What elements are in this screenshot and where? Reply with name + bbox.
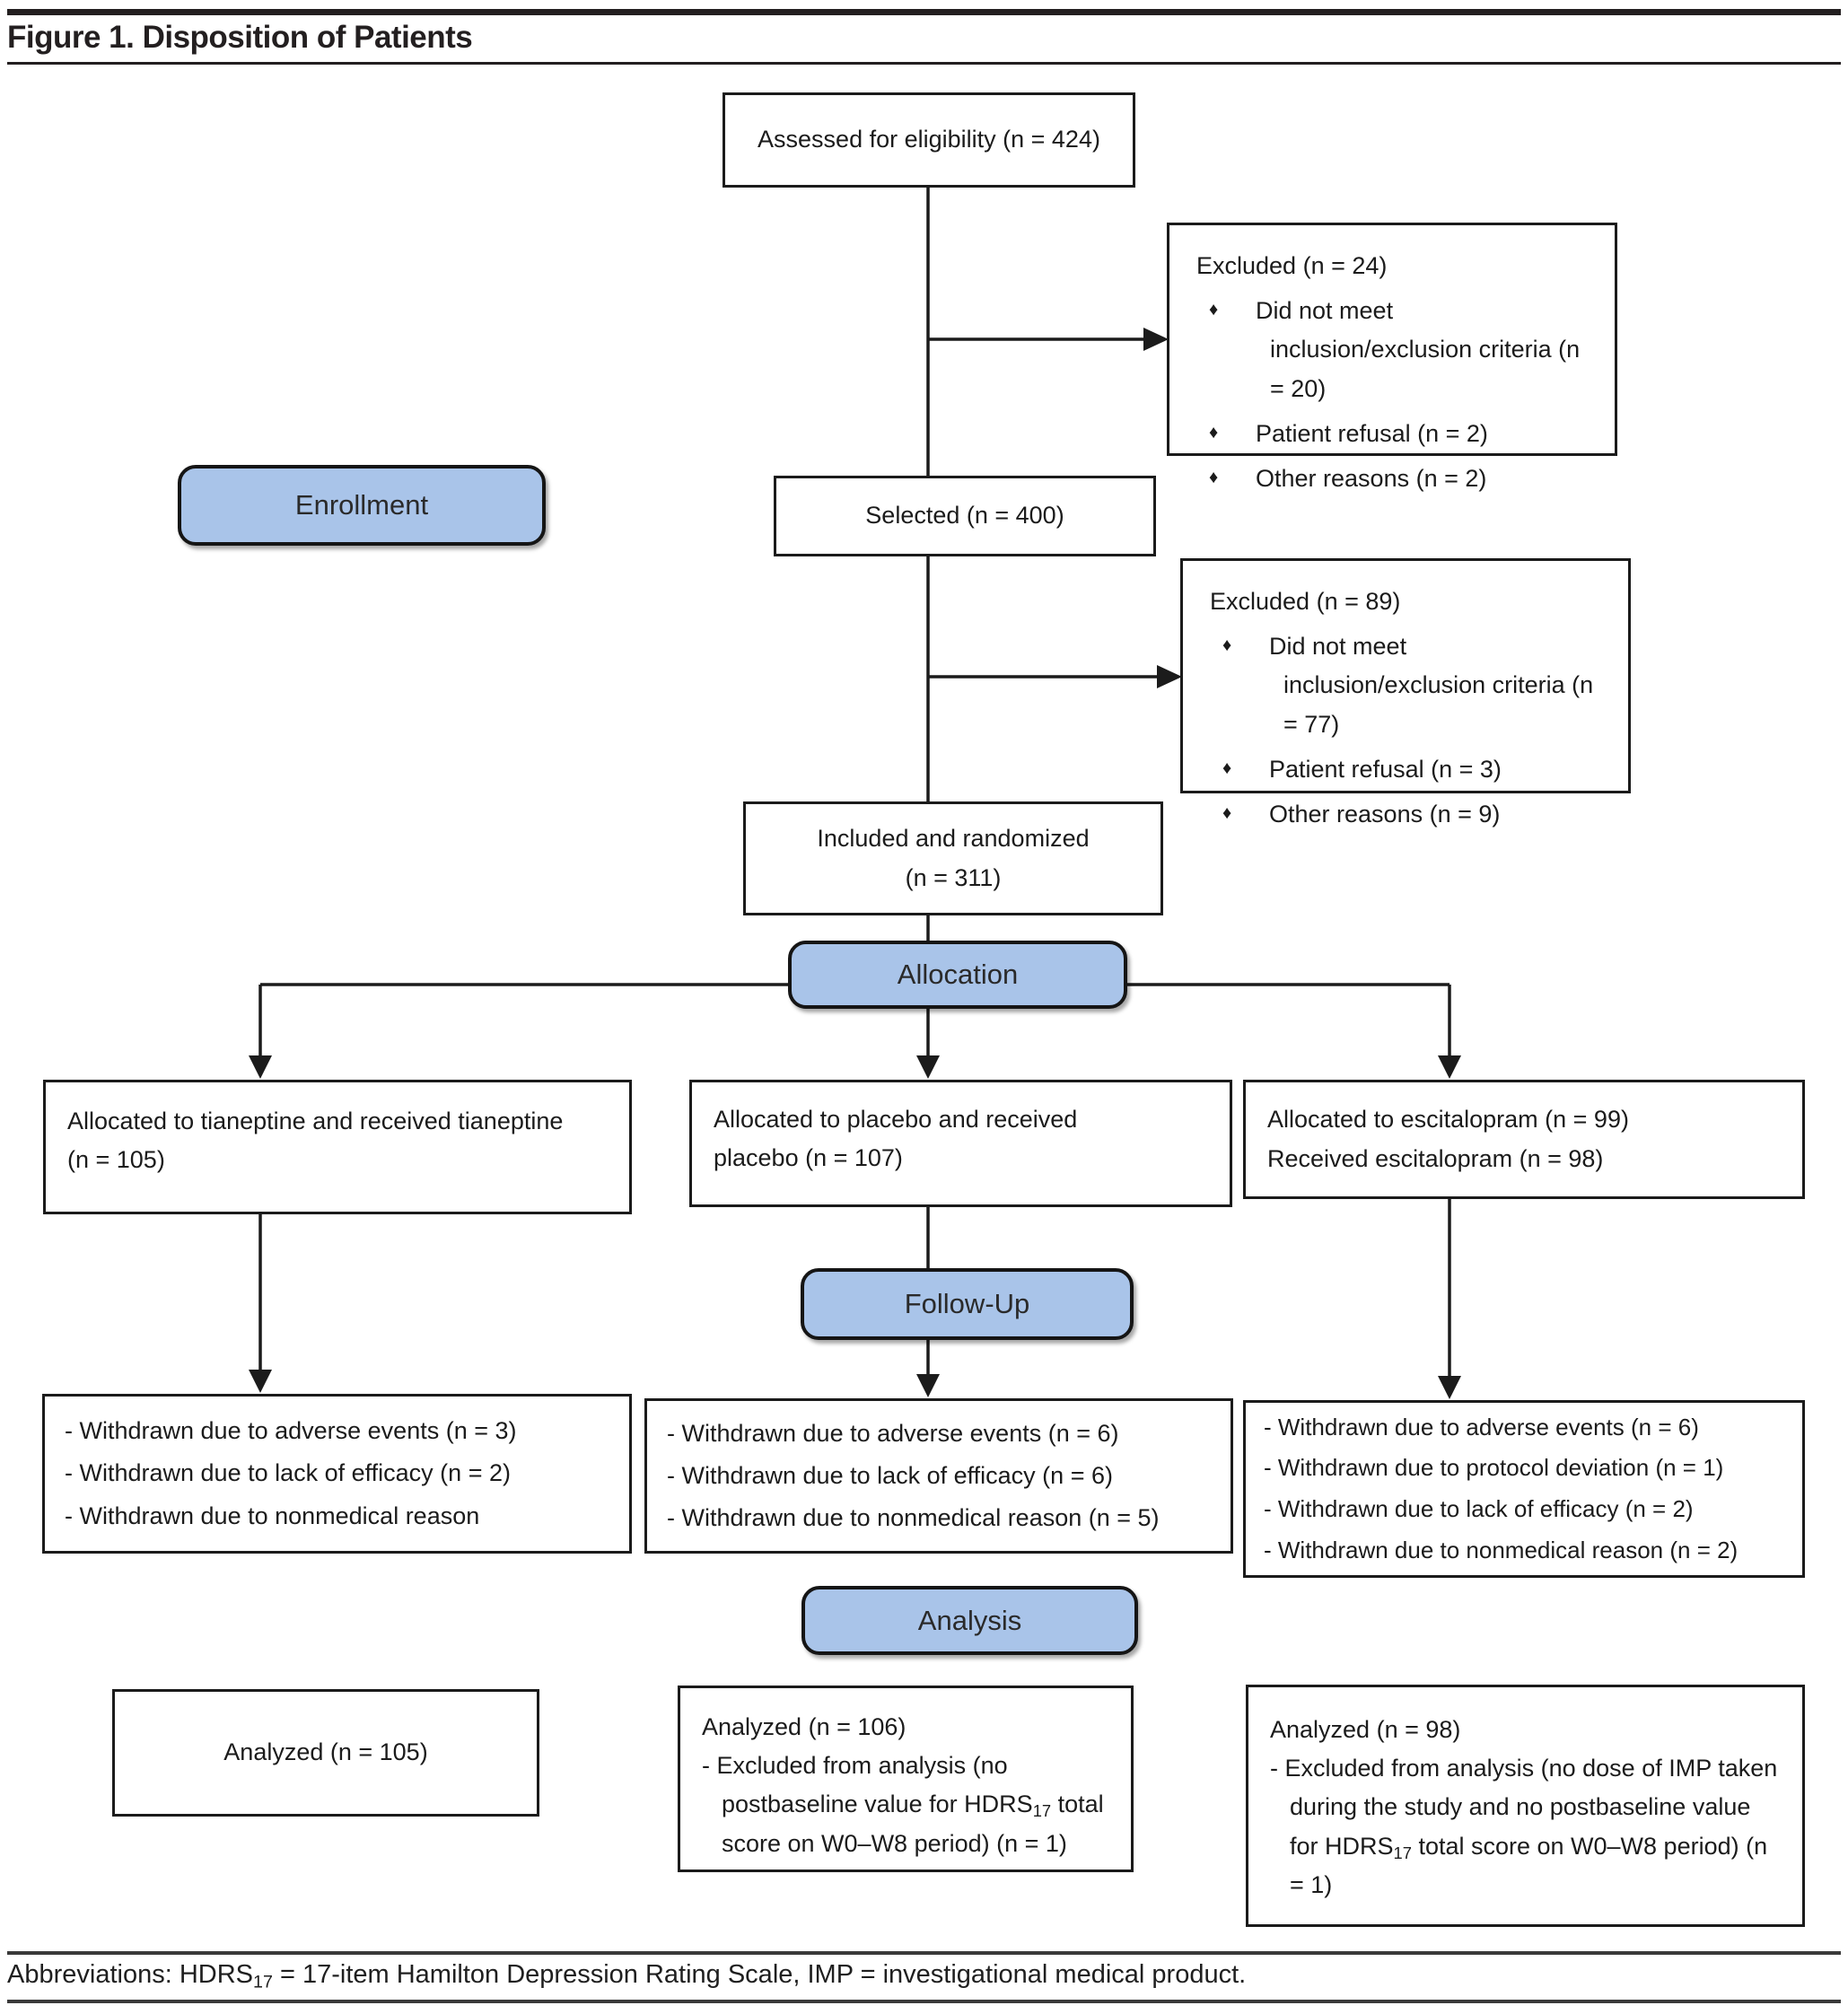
stage-analysis-label: Analysis [917,1604,1022,1636]
excluded-1-item: ♦ Did not meet inclusion/exclusion crite… [1209,292,1597,408]
stage-enrollment-label: Enrollment [294,489,429,521]
allocated-placebo-line2: placebo (n = 107) [714,1144,903,1172]
arrow-withdraw-mid [916,1374,940,1397]
box-allocated-escitalopram: Allocated to escitalopram (n = 99) Recei… [1243,1080,1805,1199]
diamond-bullet-icon: ♦ [1209,300,1219,320]
randomized-line2: (n = 311) [905,863,1002,891]
analyzed-placebo-exclusion: - Excluded from analysis (no postbaselin… [702,1747,1113,1863]
withdrawn-item: - Withdrawn due to adverse events (n = 3… [65,1417,517,1445]
arrow-excluded-1 [1143,328,1169,351]
withdrawn-item: - Withdrawn due to adverse events (n = 6… [1264,1413,1699,1440]
box-selected: Selected (n = 400) [774,476,1156,556]
box-analyzed-tianeptine: Analyzed (n = 105) [112,1689,539,1817]
arrow-alloc-right [1438,1055,1461,1079]
withdrawn-item: - Withdrawn due to nonmedical reason [65,1502,480,1529]
excluded-2-item-text: Patient refusal (n = 3) [1269,755,1502,783]
arrow-withdraw-left [249,1370,272,1393]
arrow-excluded-2 [1157,665,1182,688]
allocated-tianeptine-line2: (n = 105) [67,1146,165,1174]
box-assessed: Assessed for eligibility (n = 424) [723,92,1135,188]
box-allocated-placebo: Allocated to placebo and received placeb… [689,1080,1232,1207]
withdrawn-item: - Withdrawn due to lack of efficacy (n =… [667,1461,1113,1489]
excluded-2-title: Excluded (n = 89) [1210,588,1401,615]
box-analyzed-placebo: Analyzed (n = 106) - Excluded from analy… [678,1686,1134,1872]
footer-rule-bottom [7,2000,1841,2003]
allocated-escitalopram-line2: Received escitalopram (n = 98) [1267,1144,1604,1172]
footer-rule-top [7,1951,1841,1955]
excluded-2-item: ♦ Other reasons (n = 9) [1222,795,1610,834]
allocated-tianeptine-line1: Allocated to tianeptine and received tia… [67,1108,564,1134]
analyzed-tianeptine-label: Analyzed (n = 105) [223,1738,428,1766]
excluded-1-title: Excluded (n = 24) [1196,252,1388,279]
abbreviations-note: Abbreviations: HDRS17 = 17-item Hamilton… [7,1960,1247,1992]
withdrawn-item: - Withdrawn due to lack of efficacy (n =… [1264,1495,1694,1522]
stage-allocation: Allocation [788,941,1127,1009]
stage-analysis: Analysis [801,1586,1138,1655]
selected-label: Selected (n = 400) [865,502,1064,530]
box-excluded-1: Excluded (n = 24) ♦ Did not meet inclusi… [1167,223,1617,492]
allocated-placebo-line1: Allocated to placebo and received [714,1106,1078,1133]
stage-follow-up: Follow-Up [801,1268,1134,1340]
arrow-alloc-left [249,1055,272,1079]
box-allocated-tianeptine: Allocated to tianeptine and received tia… [43,1080,632,1214]
excluded-2-item: ♦ Did not meet inclusion/exclusion crite… [1222,627,1610,744]
diamond-bullet-icon: ♦ [1222,635,1232,656]
withdrawn-item: - Withdrawn due to adverse events (n = 6… [667,1419,1119,1447]
analyzed-escitalopram-exclusion-post: total score on W0–W8 period) (n = 1) [1290,1832,1768,1898]
hdrs-subscript: 17 [253,1972,273,1992]
diamond-bullet-icon: ♦ [1222,757,1232,778]
box-withdrawn-escitalopram: - Withdrawn due to adverse events (n = 6… [1243,1400,1805,1578]
excluded-1-item: ♦ Other reasons (n = 2) [1209,460,1597,498]
analyzed-placebo-exclusion-pre: - Excluded from analysis (no postbaselin… [702,1752,1033,1818]
analyzed-escitalopram-title: Analyzed (n = 98) [1270,1716,1461,1743]
assessed-label: Assessed for eligibility (n = 424) [758,126,1100,153]
diamond-bullet-icon: ♦ [1222,802,1232,823]
title-rule [7,62,1841,65]
box-analyzed-escitalopram: Analyzed (n = 98) - Excluded from analys… [1246,1685,1805,1927]
analyzed-escitalopram-exclusion-pre: - Excluded from analysis (no dose of IMP… [1270,1755,1778,1860]
analyzed-placebo-exclusion-post: total score on W0–W8 period) (n = 1) [722,1791,1104,1857]
diamond-bullet-icon: ♦ [1209,422,1219,442]
excluded-2-item-text: Other reasons (n = 9) [1269,800,1501,827]
withdrawn-item: - Withdrawn due to lack of efficacy (n =… [65,1459,511,1487]
stage-enrollment: Enrollment [178,465,546,546]
excluded-1-item: ♦ Patient refusal (n = 2) [1209,415,1597,453]
analyzed-escitalopram-exclusion: - Excluded from analysis (no dose of IMP… [1270,1749,1784,1905]
excluded-1-item-text: Patient refusal (n = 2) [1256,419,1488,447]
stage-allocation-label: Allocation [897,959,1019,990]
arrow-withdraw-right [1438,1376,1461,1399]
top-bar [7,9,1841,15]
excluded-2-item-text: Did not meet inclusion/exclusion criteri… [1269,633,1594,738]
randomized-line1: Included and randomized [817,825,1090,853]
withdrawn-item: - Withdrawn due to nonmedical reason (n … [667,1504,1160,1532]
excluded-1-item-text: Other reasons (n = 2) [1256,464,1487,492]
box-excluded-2: Excluded (n = 89) ♦ Did not meet inclusi… [1180,558,1631,827]
withdrawn-item: - Withdrawn due to protocol deviation (n… [1264,1454,1724,1482]
stage-follow-up-label: Follow-Up [904,1288,1030,1319]
excluded-1-item-text: Did not meet inclusion/exclusion criteri… [1256,297,1581,402]
excluded-2-item: ♦ Patient refusal (n = 3) [1222,750,1610,789]
box-withdrawn-tianeptine: - Withdrawn due to adverse events (n = 3… [42,1394,632,1554]
box-randomized: Included and randomized (n = 311) [743,801,1163,915]
diamond-bullet-icon: ♦ [1209,467,1219,487]
withdrawn-item: - Withdrawn due to nonmedical reason (n … [1264,1536,1739,1563]
arrow-alloc-mid [916,1055,940,1079]
hdrs-subscript: 17 [1393,1843,1412,1862]
figure-title: Figure 1. Disposition of Patients [7,20,473,55]
abbreviations-pre: Abbreviations: HDRS [7,1960,253,1989]
analyzed-placebo-title: Analyzed (n = 106) [702,1713,906,1740]
box-withdrawn-placebo: - Withdrawn due to adverse events (n = 6… [644,1398,1233,1554]
hdrs-subscript: 17 [1032,1801,1052,1821]
abbreviations-post: = 17-item Hamilton Depression Rating Sca… [272,1960,1247,1989]
allocated-escitalopram-line1: Allocated to escitalopram (n = 99) [1267,1106,1629,1134]
